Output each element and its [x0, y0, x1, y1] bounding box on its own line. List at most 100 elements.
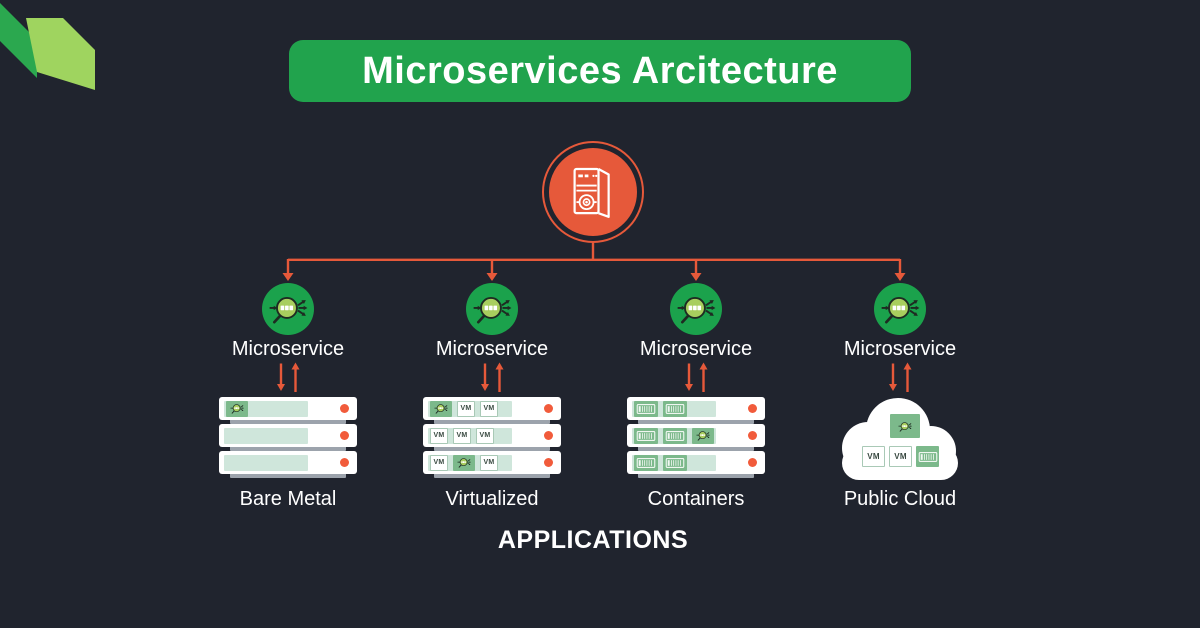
- infra-label: Bare Metal: [239, 488, 337, 510]
- corner-ribbon-icon: [0, 3, 95, 90]
- vm-box: VM: [480, 454, 498, 471]
- vm-box: VM: [430, 427, 448, 444]
- vm-box: VM: [480, 400, 498, 417]
- server-base: [230, 419, 346, 424]
- service-label: Microservice: [435, 338, 549, 360]
- status-led: [340, 458, 349, 467]
- container-icon: [636, 430, 656, 441]
- server-panel: [224, 400, 308, 417]
- container-box: [663, 427, 687, 444]
- server-base: [434, 446, 550, 451]
- status-led: [748, 458, 757, 467]
- microservice-box: [226, 400, 248, 417]
- status-led: [544, 431, 553, 440]
- server-base: [638, 419, 754, 424]
- server-base: [230, 473, 346, 478]
- infra-label: Containers: [647, 488, 745, 510]
- hub-circle: [549, 148, 637, 236]
- status-led: [544, 404, 553, 413]
- status-led: [340, 404, 349, 413]
- server-tower-icon: [573, 167, 610, 218]
- service-circle: [874, 283, 926, 335]
- server-unit: [627, 451, 765, 474]
- server-unit: [627, 397, 765, 420]
- container-icon: [665, 430, 685, 441]
- container-icon: [636, 457, 656, 468]
- page-title: Microservices Arcitecture: [362, 49, 838, 92]
- microservice-box: [692, 427, 714, 444]
- microservice-icon: [434, 404, 448, 414]
- applications-label: APPLICATIONS: [497, 526, 689, 554]
- server-row: VM VM VM: [423, 424, 561, 451]
- container-box: [634, 454, 658, 471]
- server-panel: [224, 427, 308, 444]
- server-stack: [219, 397, 357, 478]
- status-led: [340, 431, 349, 440]
- vm-box: VM: [430, 454, 448, 471]
- server-panel: [632, 400, 716, 417]
- vm-box: VM: [889, 446, 912, 467]
- container-box: [634, 400, 658, 417]
- container-box: [634, 427, 658, 444]
- server-row: [627, 397, 765, 424]
- server-base: [434, 419, 550, 424]
- title-banner: Microservices Arcitecture: [289, 40, 911, 102]
- server-base: [638, 473, 754, 478]
- server-panel: [632, 427, 716, 444]
- microservice-icon: [677, 297, 716, 324]
- container-icon: [918, 451, 937, 462]
- server-panel: VM VM: [428, 454, 512, 471]
- container-icon: [665, 403, 685, 414]
- service-circle: [466, 283, 518, 335]
- status-led: [544, 458, 553, 467]
- server-unit: [219, 397, 357, 420]
- server-row: [627, 424, 765, 451]
- server-panel: [632, 454, 716, 471]
- server-unit: [219, 424, 357, 447]
- server-unit: [219, 451, 357, 474]
- server-row: VM VM: [423, 451, 561, 478]
- service-label: Microservice: [639, 338, 753, 360]
- vm-box: VM: [476, 427, 494, 444]
- server-base: [230, 446, 346, 451]
- microservice-box: [430, 400, 452, 417]
- status-led: [748, 431, 757, 440]
- server-stack: [627, 397, 765, 478]
- microservice-icon: [881, 297, 920, 324]
- status-led: [748, 404, 757, 413]
- server-unit: VM VM VM: [423, 424, 561, 447]
- microservice-box: [890, 414, 920, 438]
- container-box: [663, 454, 687, 471]
- service-circle: [262, 283, 314, 335]
- service-circle: [670, 283, 722, 335]
- microservice-icon: [457, 458, 471, 468]
- microservice-icon: [696, 431, 710, 441]
- service-label: Microservice: [843, 338, 957, 360]
- microservice-box: [453, 454, 475, 471]
- server-row: [219, 397, 357, 424]
- container-box: [663, 400, 687, 417]
- microservice-icon: [898, 421, 912, 432]
- container-icon: [636, 403, 656, 414]
- server-unit: VM VM: [423, 451, 561, 474]
- infra-label: Public Cloud: [843, 488, 957, 510]
- server-unit: [627, 424, 765, 447]
- server-panel: VM VM VM: [428, 427, 512, 444]
- infra-label: Virtualized: [445, 488, 539, 510]
- microservice-icon: [473, 297, 512, 324]
- vm-box: VM: [453, 427, 471, 444]
- container-icon: [665, 457, 685, 468]
- server-base: [638, 446, 754, 451]
- service-label: Microservice: [231, 338, 345, 360]
